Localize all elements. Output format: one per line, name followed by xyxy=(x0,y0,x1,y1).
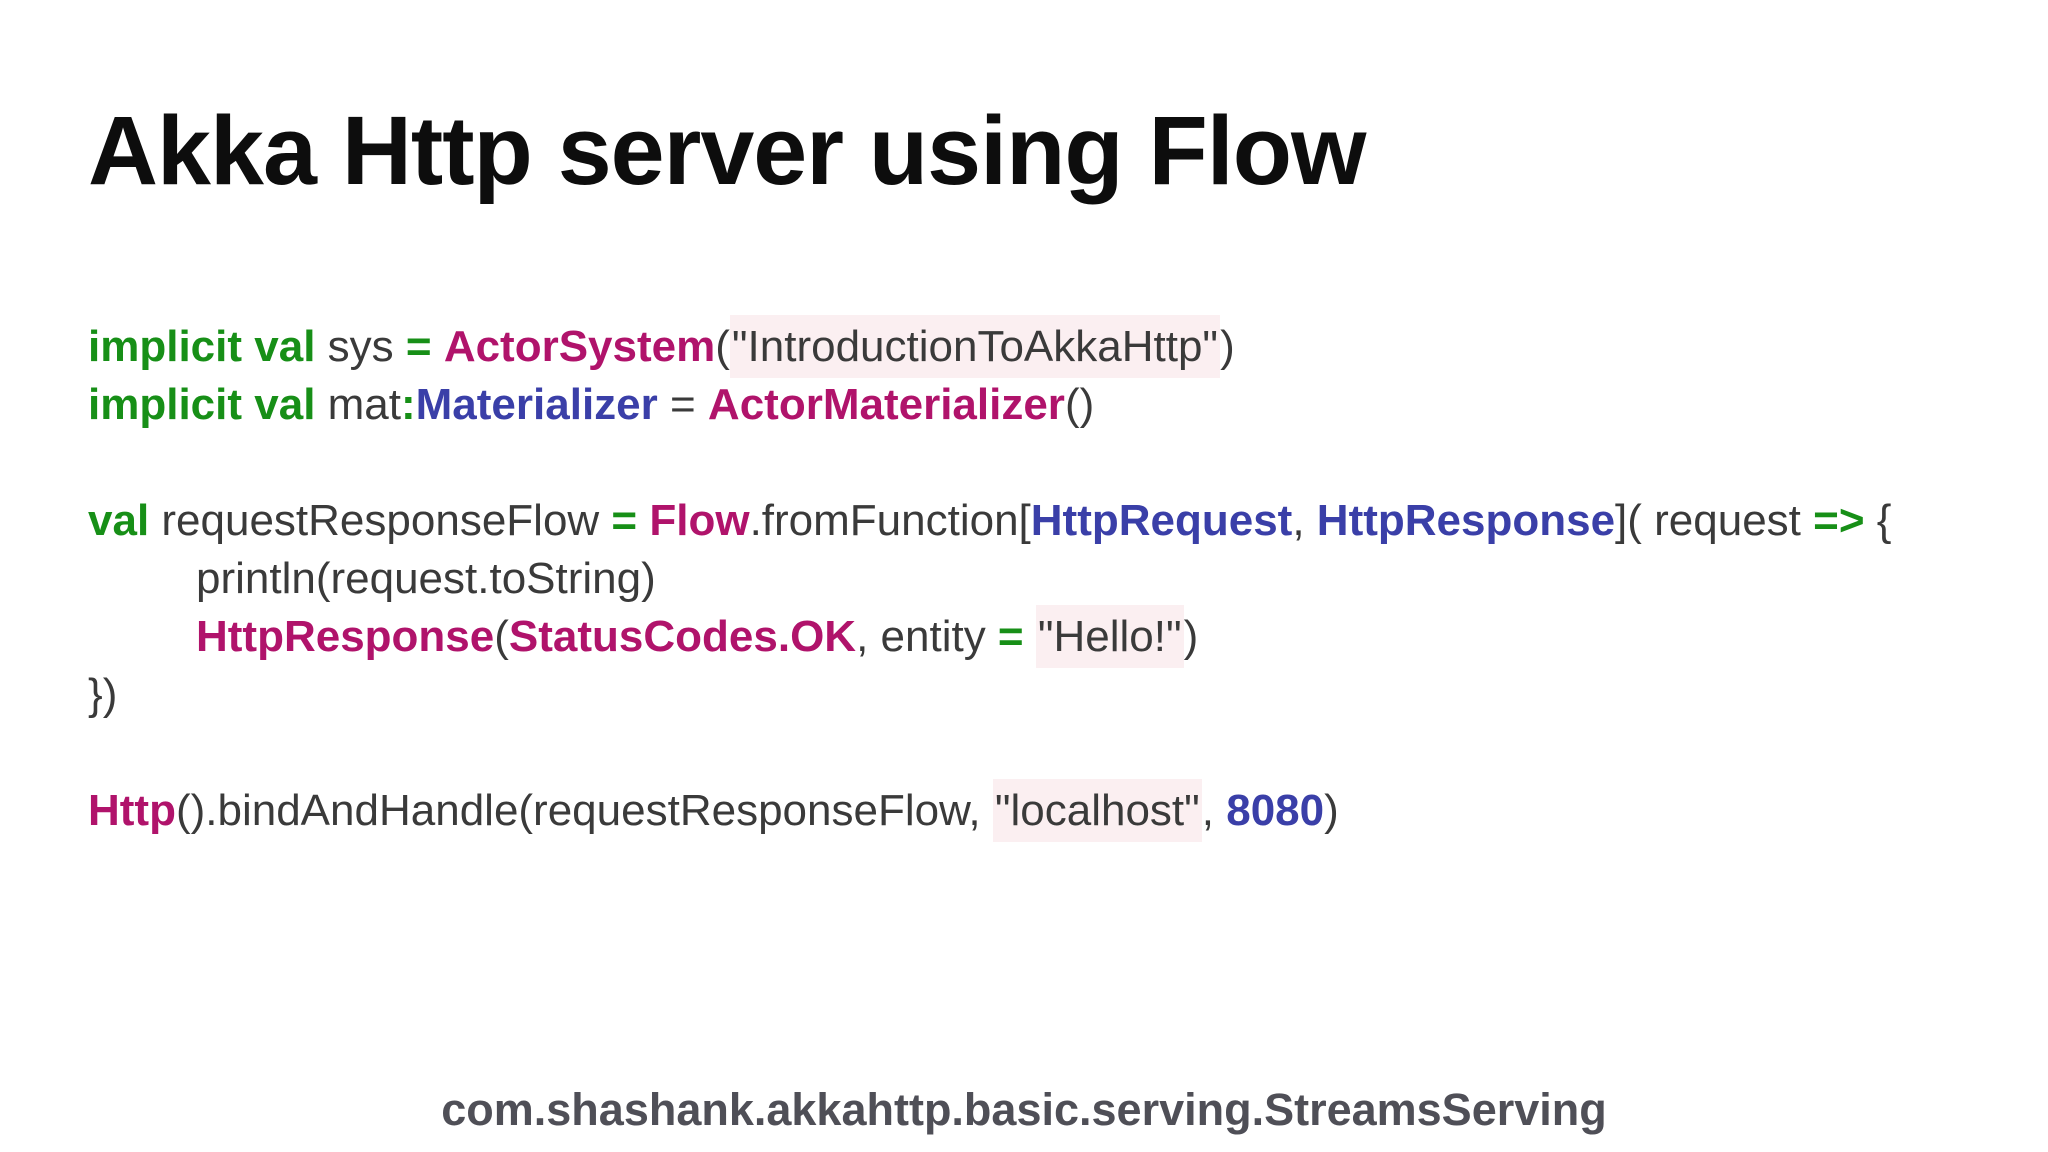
code-segment: 8080 xyxy=(1226,786,1325,835)
code-segment: = xyxy=(611,496,638,545)
code-segment: = xyxy=(997,612,1024,661)
code-segment xyxy=(1024,612,1036,661)
code-segment: Flow xyxy=(649,496,750,545)
code-segment: requestResponseFlow xyxy=(149,496,612,545)
code-line: implicit val sys = ActorSystem("Introduc… xyxy=(88,315,1891,378)
code-segment xyxy=(637,496,649,545)
code-line xyxy=(88,434,1891,492)
code-line: }) xyxy=(88,666,1891,724)
code-line: Http().bindAndHandle(requestResponseFlow… xyxy=(88,779,1891,842)
code-segment: ) xyxy=(1324,786,1339,835)
code-segment: ().bindAndHandle(requestResponseFlow, xyxy=(175,786,993,835)
code-segment: ( xyxy=(715,322,730,371)
code-segment: HttpResponse xyxy=(196,612,495,661)
code-segment: implicit val xyxy=(88,380,316,429)
code-segment: , xyxy=(1292,496,1317,545)
code-segment: { xyxy=(1864,496,1892,545)
code-segment: ]( request xyxy=(1615,496,1814,545)
code-segment: val xyxy=(88,496,150,545)
code-segment: }) xyxy=(88,670,118,719)
string-literal: "IntroductionToAkkaHttp" xyxy=(729,315,1221,378)
code-segment: ActorSystem xyxy=(443,322,716,371)
code-segment: ( xyxy=(494,612,509,661)
code-segment: HttpRequest xyxy=(1030,496,1293,545)
string-literal: "localhost" xyxy=(992,779,1202,842)
code-segment: ) xyxy=(1220,322,1235,371)
code-segment: sys xyxy=(315,322,406,371)
code-line: HttpResponse(StatusCodes.OK, entity = "H… xyxy=(88,605,1891,668)
code-segment: : xyxy=(401,380,416,429)
code-segment xyxy=(432,322,444,371)
code-segment: StatusCodes.OK xyxy=(508,612,857,661)
code-segment: .fromFunction[ xyxy=(749,496,1031,545)
code-block: implicit val sys = ActorSystem("Introduc… xyxy=(88,315,1891,842)
code-segment: ActorMaterializer xyxy=(707,380,1065,429)
code-segment: Http xyxy=(88,786,176,835)
code-segment: println(request.toString) xyxy=(196,554,656,603)
code-line xyxy=(88,724,1891,782)
code-segment: Materializer xyxy=(415,380,658,429)
code-segment: , xyxy=(1201,786,1227,835)
code-segment: => xyxy=(1813,496,1865,545)
code-segment: , entity xyxy=(856,612,998,661)
code-line: implicit val mat:Materializer = ActorMat… xyxy=(88,376,1891,434)
code-segment: ) xyxy=(1183,612,1199,661)
code-segment: mat xyxy=(315,380,401,429)
code-line: val requestResponseFlow = Flow.fromFunct… xyxy=(88,492,1891,550)
page-title: Akka Http server using Flow xyxy=(88,95,1366,205)
code-segment: = xyxy=(657,380,708,429)
code-segment: = xyxy=(405,322,432,371)
code-segment: () xyxy=(1064,380,1095,429)
slide-footer: com.shashank.akkahttp.basic.serving.Stre… xyxy=(441,1084,1607,1135)
string-literal: "Hello!" xyxy=(1035,605,1184,668)
code-line: println(request.toString) xyxy=(88,550,1891,608)
code-segment: HttpResponse xyxy=(1316,496,1616,545)
code-segment: implicit val xyxy=(88,322,316,371)
